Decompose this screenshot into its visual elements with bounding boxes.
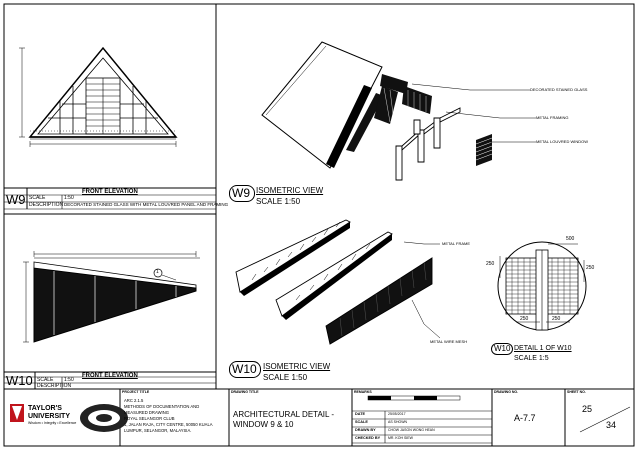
w10-detail-title: DETAIL 1 OF W10 <box>514 345 572 352</box>
w10-detail-drawing <box>497 241 587 331</box>
detail-dim-bottom-left: 250 <box>520 316 529 322</box>
w9-scale-key: SCALE <box>29 195 46 201</box>
w10-detail-tag-text: W10 <box>494 344 511 353</box>
remarks-date-key: DATE <box>355 412 366 416</box>
w9-iso-tag-text: W9 <box>232 186 250 200</box>
w9-label-table <box>4 187 216 210</box>
w10-scale-key: SCALE <box>37 377 54 383</box>
w10-marker-number: 1 <box>156 269 159 275</box>
w10-scale-value: 1:50 <box>64 377 74 383</box>
project-line-1: ARC 2.1.5 <box>124 398 144 403</box>
club-crest-logo <box>80 404 128 432</box>
w10-detail-scale: SCALE 1:5 <box>514 355 549 362</box>
w9-tag: W9 <box>6 192 26 207</box>
w10-front-elevation-drawing <box>23 251 200 343</box>
drawing-no-label: DRAWING NO. <box>494 390 519 394</box>
w10-iso-title: ISOMETRIC VIEW <box>263 362 331 371</box>
drawing-no: A-7.7 <box>514 413 536 423</box>
remarks-scale-value: AS SHOWN <box>388 420 408 424</box>
w10-iso-tag <box>229 361 261 378</box>
remarks-label: REMARKS <box>354 390 372 394</box>
project-line-3: MEASURED DRAWING <box>124 410 169 415</box>
w9-callout-metal-framing: METAL FRAMING <box>536 115 569 120</box>
remarks-checked-by-key: CHECKED BY <box>355 436 381 440</box>
w10-iso-tag-text: W10 <box>232 362 257 376</box>
remarks-drawn-by-value: CHOW JASON WONG HEAN <box>388 428 435 432</box>
w10-iso-scale: SCALE 1:50 <box>263 373 308 382</box>
w10-tag: W10 <box>6 373 33 388</box>
university-name-line1: TAYLOR'S <box>28 405 62 412</box>
w9-description-value: DECORATED STAINED GLASS WITH METAL LOUVR… <box>64 202 229 207</box>
w10-callout-metal-frame: METAL FRAME <box>442 241 471 246</box>
detail-dim-right: 250 <box>586 265 595 271</box>
w10-description-key: DESCRIPTION <box>37 383 72 389</box>
w10-label-table <box>4 371 216 389</box>
project-line-4: ROYAL SELANGOR CLUB <box>124 416 175 421</box>
university-tagline: Wisdom • Integrity • Excellence <box>28 421 77 425</box>
remarks-checked-by-value: MR. KOH SIEW <box>388 436 413 440</box>
w9-iso-tag <box>229 185 255 202</box>
sheet-no-label: SHEET NO. <box>567 390 586 394</box>
remarks-date-value: 25/05/2017 <box>388 412 406 416</box>
sheet-border <box>3 3 635 447</box>
w9-iso-scale: SCALE 1:50 <box>256 197 301 206</box>
project-title-label: PROJECT TITLE <box>122 390 150 394</box>
detail-dim-left: 250 <box>486 261 495 267</box>
w9-scale-value: 1:50 <box>64 195 74 201</box>
scale-bar <box>367 395 461 401</box>
sheet-total: 34 <box>606 420 617 430</box>
project-line-6: LUMPUR, SELANGOR, MALAYSIA. <box>124 428 192 433</box>
w9-front-elevation-title: FRONT ELEVATION <box>82 189 138 195</box>
university-logo <box>10 404 24 422</box>
detail-dim-bottom-right: 250 <box>552 316 561 322</box>
project-line-5: 1, JALAN RAJA, CITY CENTRE, 50050 KUALA <box>124 422 213 427</box>
w10-detail-tag <box>491 343 513 355</box>
w9-callout-louvred-window: METAL LOUVRED WINDOW <box>536 139 589 144</box>
remarks-scale-key: SCALE <box>355 420 368 424</box>
project-line-2: METHODS OF DOCUMENTATION AND <box>124 404 200 409</box>
w10-isometric-drawing <box>235 219 441 345</box>
w9-front-elevation-drawing <box>19 46 178 147</box>
w9-callout-stained-glass: DECORATED STAINED GLASS <box>530 87 588 92</box>
w9-iso-title: ISOMETRIC VIEW <box>256 186 324 195</box>
drawing-title: ARCHITECTURAL DETAIL - WINDOW 9 & 10 <box>233 410 335 429</box>
w10-front-elevation-title: FRONT ELEVATION <box>82 373 138 379</box>
university-name-line2: UNIVERSITY <box>28 413 71 420</box>
w9-isometric-drawing <box>261 41 536 181</box>
w9-description-key: DESCRIPTION <box>29 202 64 208</box>
remarks-drawn-by-key: DRAWN BY <box>355 428 376 432</box>
sheet-no: 25 <box>582 404 593 414</box>
drawing-title-label: DRAWING TITLE <box>231 390 259 394</box>
detail-dim-top: 500 <box>566 236 575 242</box>
w10-callout-wire-mesh: METAL WIRE MESH <box>430 339 468 344</box>
detail-marker-circle <box>153 268 163 278</box>
